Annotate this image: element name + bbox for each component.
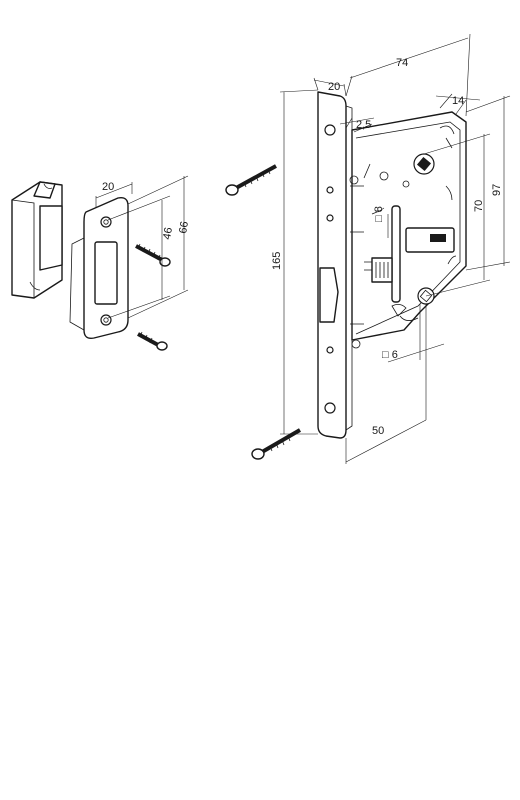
strike-height-label: 66 [177, 220, 191, 234]
faceplate-screw-top [225, 164, 277, 196]
faceplate-height-label: 165 [271, 252, 283, 270]
lock-faceplate [317, 91, 353, 439]
strike-width-label: 20 [102, 181, 114, 193]
faceplate-offset-label: 2,5 [356, 119, 371, 131]
spindle-square-label: □ 8 [373, 206, 385, 222]
lock-dimension-lines [279, 33, 511, 464]
lock-body [349, 111, 467, 349]
top-margin-label: 14 [452, 95, 464, 107]
strike-hole-spacing-label: 46 [161, 226, 175, 240]
faceplate-screw-bottom [251, 428, 302, 460]
center-distance-label: 70 [473, 200, 485, 212]
strike-dimension-lines [95, 175, 189, 319]
key-square-label: □ 6 [382, 349, 398, 361]
strike-plate-top-hole [100, 216, 112, 228]
strike-screw-bottom [137, 331, 168, 351]
faceplate-width-label: 20 [328, 81, 340, 93]
strike-plate [69, 196, 129, 340]
body-depth-label: 74 [396, 57, 408, 69]
body-height-label: 97 [491, 184, 503, 196]
latch-bolt [319, 267, 339, 323]
strike-plate-bottom-hole [100, 314, 112, 326]
backset-label: 50 [372, 425, 384, 437]
strike-screw-top [135, 243, 171, 267]
strike-box [11, 181, 63, 299]
